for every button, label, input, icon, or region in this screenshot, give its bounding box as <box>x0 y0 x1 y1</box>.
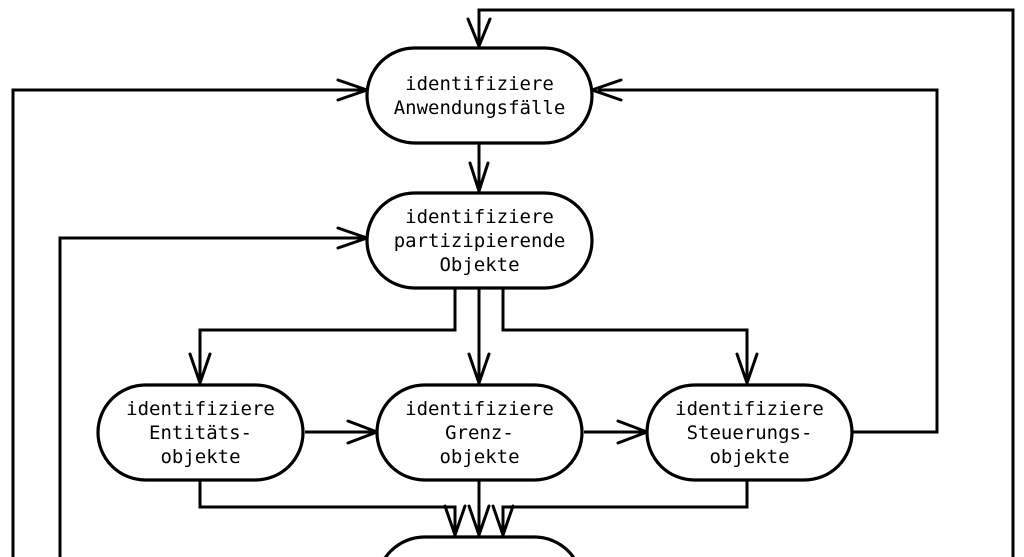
arrowhead-into-bottom-left <box>443 504 467 537</box>
node-shape-entitaetsobjekte <box>96 383 305 482</box>
edge-steuerungs-to-anwendungsfaelle <box>598 88 939 434</box>
arrowhead-into-bottom-center <box>467 504 491 537</box>
arrowhead-into-grenz-top <box>467 352 491 385</box>
arrowhead-into-entitaets-top <box>188 352 212 385</box>
edge-left-inner-return <box>58 236 364 557</box>
arrowhead-into-partizipierende-top <box>468 161 490 193</box>
node-shape-anwendungsfaelle <box>365 46 594 145</box>
node-shape-bottom-cropped <box>383 535 576 557</box>
edge-entitaets-to-bottom <box>198 480 457 534</box>
edge-left-outer-return <box>11 88 364 557</box>
arrowhead-into-bottom-right <box>491 504 515 537</box>
arrowhead-into-anwendungsfaelle-top <box>466 17 492 48</box>
edge-partizipierende-to-entitaets <box>198 288 457 382</box>
node-shape-grenzobjekte <box>375 383 584 482</box>
arrowhead-into-steuerungs-top <box>735 352 759 385</box>
edge-steuerungs-to-bottom <box>501 480 749 534</box>
edge-partizipierende-to-steuerungs <box>501 288 749 382</box>
node-shape-steuerungsobjekte <box>645 383 854 482</box>
node-shape-partizipierende <box>365 191 594 290</box>
edge-top-feedback-bus <box>477 8 1015 557</box>
